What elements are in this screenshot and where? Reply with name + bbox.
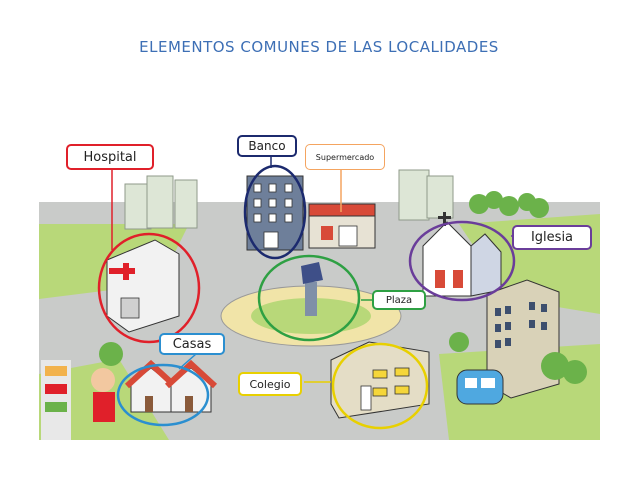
town-illustration <box>39 84 600 440</box>
label-hospital: Hospital <box>66 144 154 170</box>
label-casas: Casas <box>159 333 225 355</box>
label-supermercado: Supermercado <box>305 144 385 170</box>
label-iglesia: Iglesia <box>512 225 592 250</box>
label-colegio: Colegio <box>238 372 302 396</box>
label-banco: Banco <box>237 135 297 157</box>
page-title: ELEMENTOS COMUNES DE LAS LOCALIDADES <box>139 38 499 56</box>
label-plaza: Plaza <box>372 290 426 310</box>
